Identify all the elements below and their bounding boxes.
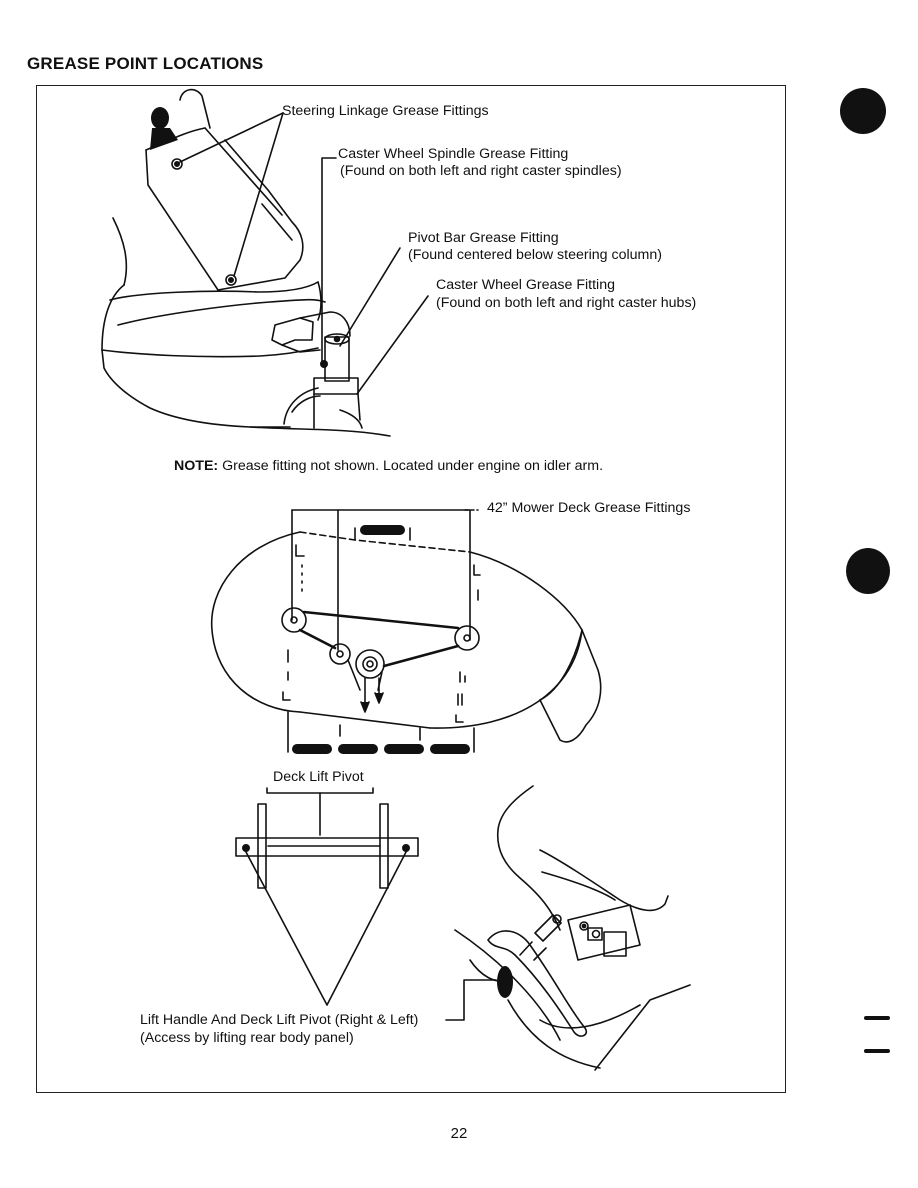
label-deck-lift-pivot: Deck Lift Pivot	[273, 769, 364, 785]
label-pivot-bar-note: (Found centered below steering column)	[408, 247, 662, 263]
page-title: GREASE POINT LOCATIONS	[27, 54, 264, 73]
label-caster-wheel-note: (Found on both left and right caster hub…	[436, 295, 697, 311]
note-line: NOTE: Grease fitting not shown. Located …	[174, 458, 603, 475]
binder-hole-top	[840, 88, 886, 134]
diagram-frame	[36, 85, 786, 1093]
page-number: 22	[450, 1125, 468, 1142]
label-caster-spindle-note: (Found on both left and right caster spi…	[340, 163, 622, 179]
margin-mark-lower	[864, 1049, 890, 1053]
lift-handle-illustration	[445, 785, 691, 1071]
note-text: Grease fitting not shown. Located under …	[218, 458, 604, 474]
deck-lift-pivot-illustration	[235, 787, 419, 1006]
label-lift-handle-and-deck-lift-pivot: Lift Handle And Deck Lift Pivot (Right &…	[140, 1012, 419, 1028]
steering-illustration	[101, 88, 429, 437]
label-steering-linkage-grease-fittings: Steering Linkage Grease Fittings	[282, 103, 489, 119]
label-lift-handle-note: (Access by lifting rear body panel)	[140, 1030, 354, 1046]
mower-deck-illustration	[210, 509, 602, 754]
label-caster-wheel-spindle-grease-fitting: Caster Wheel Spindle Grease Fitting	[338, 146, 569, 162]
binder-hole-middle	[846, 548, 890, 594]
note-key: NOTE:	[174, 458, 219, 474]
margin-mark-upper	[864, 1016, 890, 1020]
label-mower-deck-grease-fittings: 42” Mower Deck Grease Fittings	[487, 500, 691, 516]
label-caster-wheel-grease-fitting: Caster Wheel Grease Fitting	[436, 277, 615, 293]
label-pivot-bar-grease-fitting: Pivot Bar Grease Fitting	[408, 230, 559, 246]
